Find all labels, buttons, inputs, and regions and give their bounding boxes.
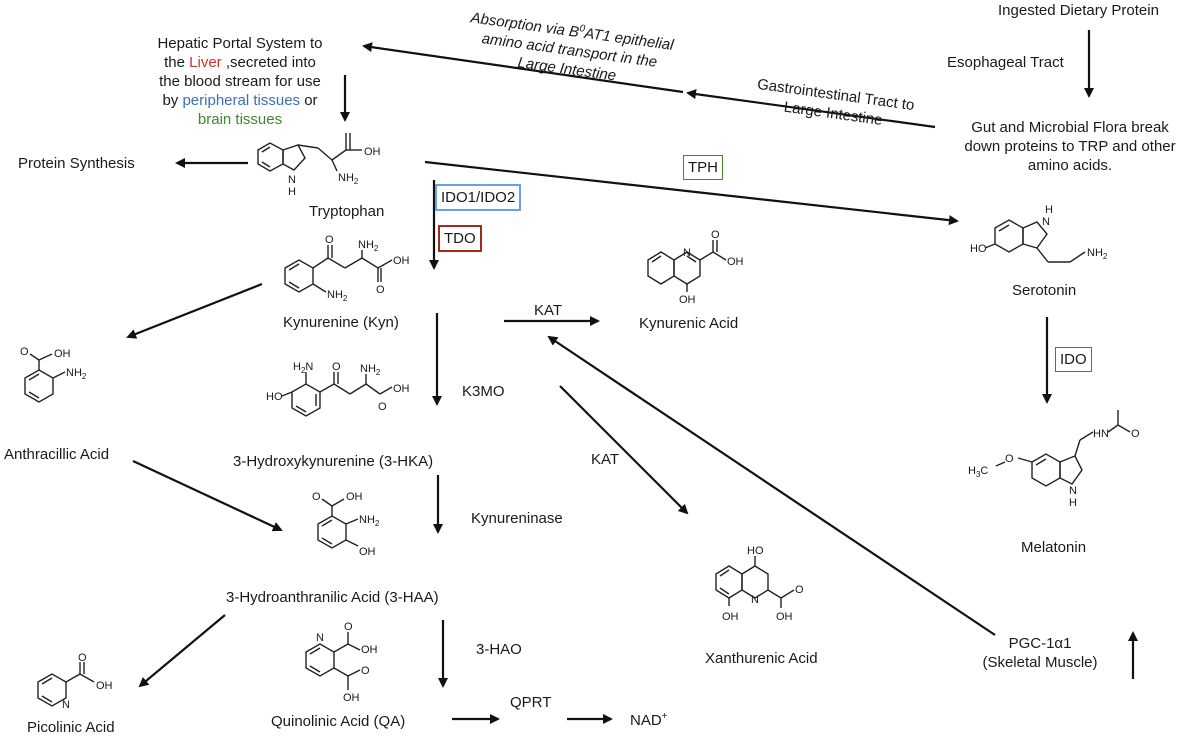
melatonin-h3c: H3C <box>968 465 988 479</box>
brain-tissues-label: brain tissues <box>197 111 283 128</box>
xa-oh-left: OH <box>722 611 739 623</box>
enzyme-k3mo: K3MO <box>462 383 505 400</box>
liver-label: Liver <box>189 54 222 71</box>
hydroxykynurenine-label: 3-Hydroxykynurenine (3-HKA) <box>233 453 434 470</box>
enzyme-tph-box: TPH <box>683 155 723 180</box>
hydroanthranilic-label: 3-Hydroanthranilic Acid (3-HAA) <box>226 589 439 606</box>
arrow-kyn-to-xanthurenic <box>559 385 689 515</box>
enzyme-qprt: QPRT <box>510 694 552 711</box>
kynurenine-structure: O NH2 OH O NH2 <box>284 234 410 303</box>
quinolinic-acid-structure: N O OH O OH <box>305 621 378 704</box>
enzyme-tdo-box: TDO <box>438 225 482 252</box>
qa-oh1: OH <box>361 644 378 656</box>
qa-oh2: OH <box>343 692 360 704</box>
melatonin-o-methoxy: O <box>1005 453 1014 465</box>
aa-o: O <box>20 346 29 358</box>
haa-oh-top: OH <box>346 491 363 503</box>
serotonin-ho: HO <box>970 243 987 255</box>
hka-o2: O <box>378 401 387 413</box>
enzyme-kynureninase: Kynureninase <box>471 510 563 527</box>
kyn-nh2-top: NH2 <box>358 239 379 253</box>
hka-oh: OH <box>393 383 410 395</box>
hydroanthranilic-structure: O OH NH2 OH <box>312 491 380 558</box>
protein-synthesis: Protein Synthesis <box>18 155 135 172</box>
anthracillic-acid-label: Anthracillic Acid <box>4 446 110 463</box>
ingested-dietary-protein: Ingested Dietary Protein <box>998 2 1159 19</box>
quinolinic-acid-label: Quinolinic Acid (QA) <box>271 713 406 730</box>
kyn-oh: OH <box>393 255 410 267</box>
picolinic-acid-label: Picolinic Acid <box>27 719 115 736</box>
kyna-ho: OH <box>679 294 696 306</box>
melatonin-o-carbonyl: O <box>1131 428 1140 440</box>
melatonin-hn: HN <box>1093 428 1109 440</box>
xanthurenic-acid-structure: HO N O OH OH <box>715 545 804 623</box>
haa-nh2: NH2 <box>359 514 380 528</box>
arrow-kyn-to-anthracillic <box>126 282 263 339</box>
qa-o2: O <box>361 665 370 677</box>
qa-n: N <box>316 632 324 644</box>
arrow-gut-to-gi <box>686 89 936 129</box>
enzyme-ido1-ido2-box: IDO1/IDO2 <box>435 184 522 211</box>
kyn-o: O <box>325 234 334 246</box>
serotonin-nh2: NH2 <box>1087 247 1108 261</box>
kynurenine-label: Kynurenine (Kyn) <box>283 314 399 331</box>
hepatic-portal-label: Hepatic Portal System to the Liver ,secr… <box>140 34 340 129</box>
hydroxykynurenine-structure: O H2N NH2 HO OH O <box>266 361 410 417</box>
arrow-3haa-to-picolinic <box>138 614 226 688</box>
hka-nh2: NH2 <box>360 363 381 377</box>
enzyme-kat-top: KAT <box>534 302 563 319</box>
xanthurenic-acid-label: Xanthurenic Acid <box>705 650 818 667</box>
arrow-gi-to-hepatic <box>362 42 684 94</box>
esophageal-tract: Esophageal Tract <box>947 54 1064 71</box>
kyna-n: N <box>683 247 691 259</box>
kynurenic-acid-structure: N O OH OH <box>647 229 744 306</box>
kynurenic-acid-label: Kynurenic Acid <box>639 315 739 332</box>
melatonin-label: Melatonin <box>1021 539 1087 556</box>
aa-nh2: NH2 <box>66 367 87 381</box>
kyn-o2: O <box>376 284 385 296</box>
kyna-oh: OH <box>727 256 744 268</box>
xa-oh-top: HO <box>747 545 764 557</box>
kyna-o: O <box>711 229 720 241</box>
xa-o: O <box>795 584 804 596</box>
haa-oh: OH <box>359 546 376 558</box>
aa-oh: OH <box>54 348 71 360</box>
enzyme-kat-mid: KAT <box>591 451 620 468</box>
trp-oh: OH <box>364 146 381 158</box>
peripheral-tissues-label: peripheral tissues <box>182 92 301 109</box>
hka-o: O <box>332 361 341 373</box>
pa-oh: OH <box>96 680 113 692</box>
enzyme-3hao: 3-HAO <box>476 641 522 658</box>
arrow-trp-to-serotonin <box>424 160 959 226</box>
xa-oh-right: OH <box>776 611 793 623</box>
pa-n: N <box>62 699 70 711</box>
hka-h2n: H2N <box>293 361 313 375</box>
tryptophan-label: Tryptophan <box>309 203 385 220</box>
qa-o1: O <box>344 621 353 633</box>
arrow-anthracillic-to-3haa <box>132 460 283 532</box>
xa-n: N <box>751 594 759 606</box>
pa-o: O <box>78 652 87 664</box>
arrow-pgc-to-kat <box>547 335 996 636</box>
kyn-nh2-ring: NH2 <box>327 289 348 303</box>
trp-nh2: NH2 <box>338 172 359 186</box>
serotonin-label: Serotonin <box>1012 282 1077 299</box>
pgc-skeletal-muscle: PGC-1α1 (Skeletal Muscle) <box>982 635 1098 671</box>
anthracillic-acid-structure: O OH NH2 <box>20 346 87 403</box>
picolinic-acid-structure: N O OH <box>37 652 113 711</box>
gut-microbial-flora: Gut and Microbial Flora break down prote… <box>964 119 1176 174</box>
hka-ho: HO <box>266 391 283 403</box>
enzyme-ido-box: IDO <box>1055 347 1092 372</box>
haa-o: O <box>312 491 321 503</box>
nad-label: NAD+ <box>630 711 668 729</box>
